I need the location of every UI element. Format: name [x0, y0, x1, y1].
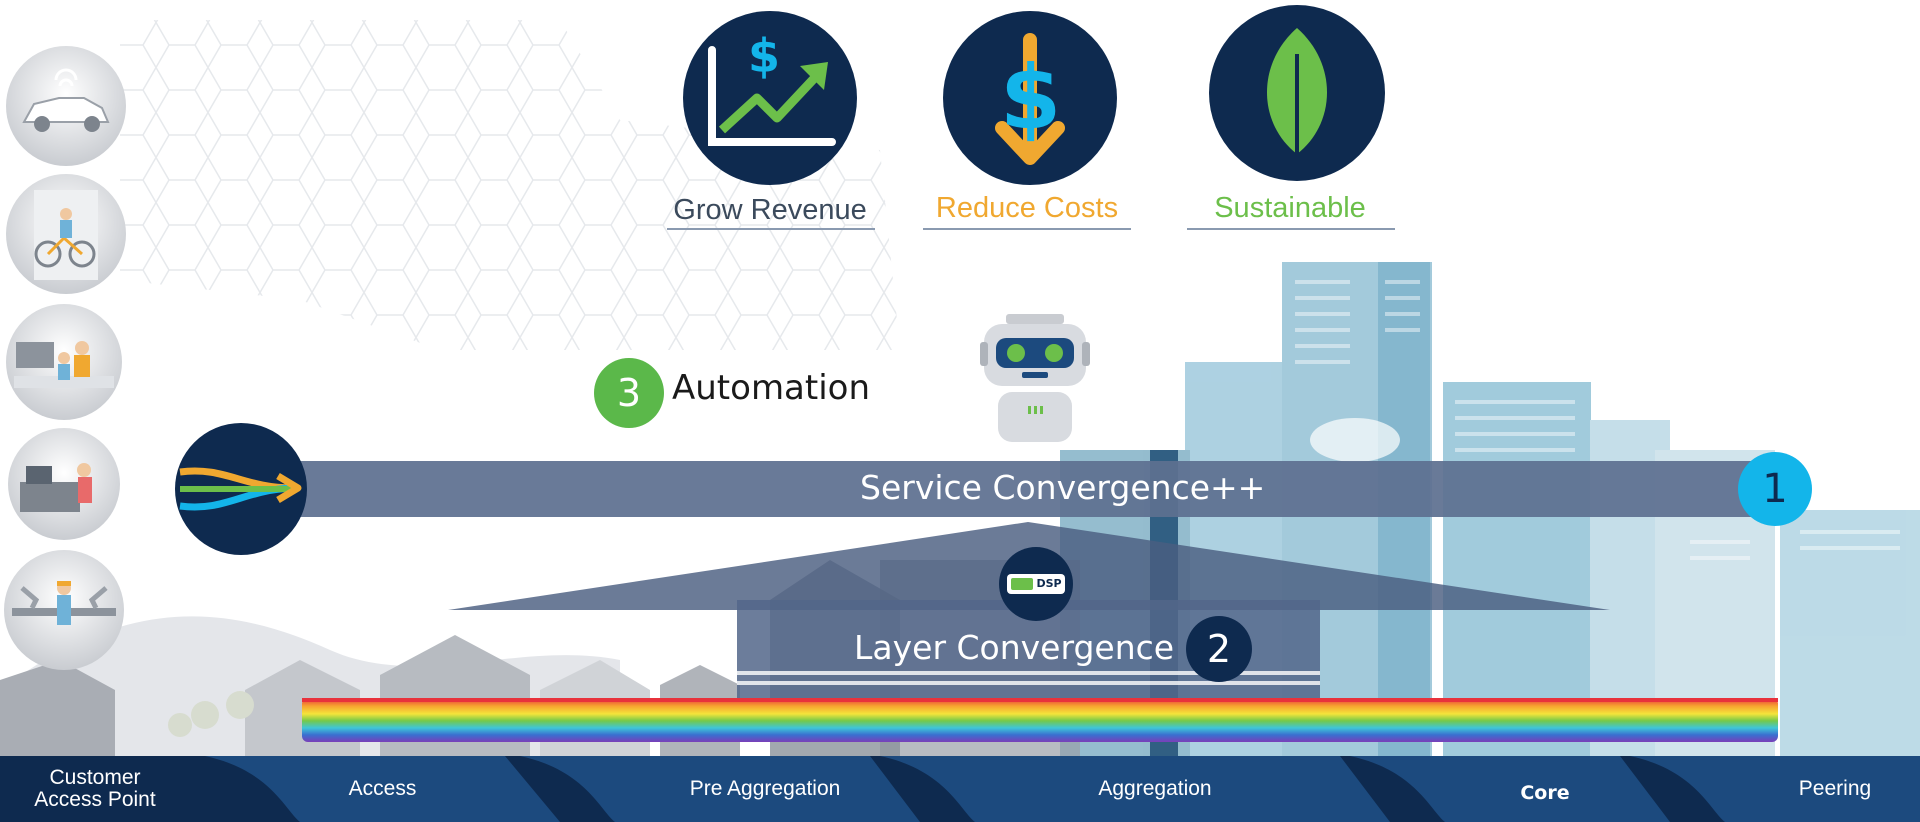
automation-label: Automation — [672, 368, 871, 408]
cyclist-icon — [6, 174, 126, 294]
service-convergence-number-badge: 1 — [1738, 452, 1812, 526]
office-worker-icon — [8, 428, 120, 540]
segment-access: Access — [348, 777, 417, 800]
goal-underline — [923, 228, 1131, 230]
goal-label: Reduce Costs — [935, 192, 1119, 224]
transport-pipe — [302, 698, 1778, 742]
leaf-icon — [1209, 5, 1385, 181]
svg-text:$: $ — [1000, 46, 1061, 149]
revenue-chart-icon: $ — [683, 11, 857, 185]
dsp-chip-label: DSP — [1036, 577, 1062, 590]
goal-underline — [1187, 228, 1395, 230]
robot-icon — [980, 314, 1090, 442]
goal-label: Sustainable — [1214, 192, 1366, 224]
dollar-down-icon: $ — [943, 11, 1117, 185]
segment-core: Core — [1520, 782, 1570, 804]
factory-worker-icon — [4, 550, 124, 670]
service-convergence-banner — [300, 461, 1780, 517]
segment-aggregation: Aggregation — [1098, 777, 1212, 800]
segment-customer-access-point: Customer Access Point — [34, 766, 156, 811]
segment-peering: Peering — [1798, 777, 1872, 800]
automation-number-badge: 3 — [594, 358, 664, 428]
dsp-chip-icon: DSP — [999, 547, 1073, 621]
goal-underline — [667, 228, 875, 230]
connected-car-icon — [6, 46, 126, 166]
svg-text:$: $ — [748, 29, 780, 83]
goal-label: Grow Revenue — [673, 194, 867, 226]
layer-convergence-number-badge: 2 — [1186, 616, 1252, 682]
converging-arrows-icon — [175, 423, 307, 555]
service-convergence-label: Service Convergence++ — [860, 468, 1266, 507]
layer-convergence-label: Layer Convergence — [854, 628, 1175, 667]
family-home-icon — [6, 304, 122, 420]
segment-pre-aggregation: Pre Aggregation — [689, 777, 841, 800]
